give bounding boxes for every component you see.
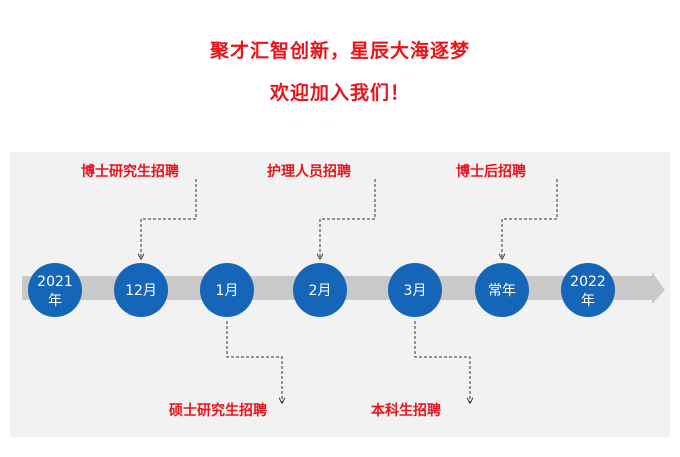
recruitment-label: 护理人员招聘	[267, 163, 351, 180]
recruitment-connector	[502, 179, 558, 259]
timeline-node-n12: 12月	[114, 263, 168, 317]
timeline-node-circle	[475, 263, 529, 317]
timeline-node-label: 12月	[125, 283, 157, 299]
timeline-node-n2021: 2021 年	[28, 263, 82, 317]
recruitment-connector	[226, 321, 282, 403]
timeline-node-label: 2022	[570, 274, 606, 290]
recruitment-connector	[320, 179, 376, 259]
timeline-node-label: 2月	[309, 283, 332, 299]
timeline-node-label: 3月	[404, 283, 427, 299]
timeline-node-label: 1月	[216, 283, 239, 299]
recruitment-label: 硕士研究生招聘	[169, 402, 267, 419]
timeline-node-n3: 3月	[388, 263, 442, 317]
timeline-node-circle	[388, 263, 442, 317]
timeline-node-circle	[200, 263, 254, 317]
timeline-panel: 2021 年 12月 1月 2月 3月 常年 2022 年 博士研究生招聘硕士研究生招聘 护理人员…	[10, 152, 670, 437]
timeline-node-circle	[293, 263, 347, 317]
recruitment-connector	[141, 179, 197, 259]
timeline-node-label: 常年	[488, 283, 516, 299]
headline-welcome: 欢迎加入我们！	[269, 82, 410, 104]
timeline-node-label: 2021	[37, 274, 73, 290]
timeline-node-n2022: 2022 年	[561, 263, 615, 317]
timeline-node-circle	[114, 263, 168, 317]
headline-slogan: 聚才汇智创新，星辰大海逐梦	[209, 40, 470, 62]
recruitment-connector	[414, 321, 470, 403]
timeline-node-sublabel: 年	[48, 293, 62, 309]
recruitment-label: 博士后招聘	[456, 163, 526, 180]
timeline-node-nchang: 常年	[475, 263, 529, 317]
timeline-node-n1: 1月	[200, 263, 254, 317]
timeline-node-circle	[561, 263, 615, 317]
recruitment-label: 博士研究生招聘	[81, 163, 179, 180]
recruitment-label: 本科生招聘	[371, 402, 441, 419]
timeline-node-sublabel: 年	[581, 293, 595, 309]
timeline-node-circle	[28, 263, 82, 317]
timeline-node-n2: 2月	[293, 263, 347, 317]
